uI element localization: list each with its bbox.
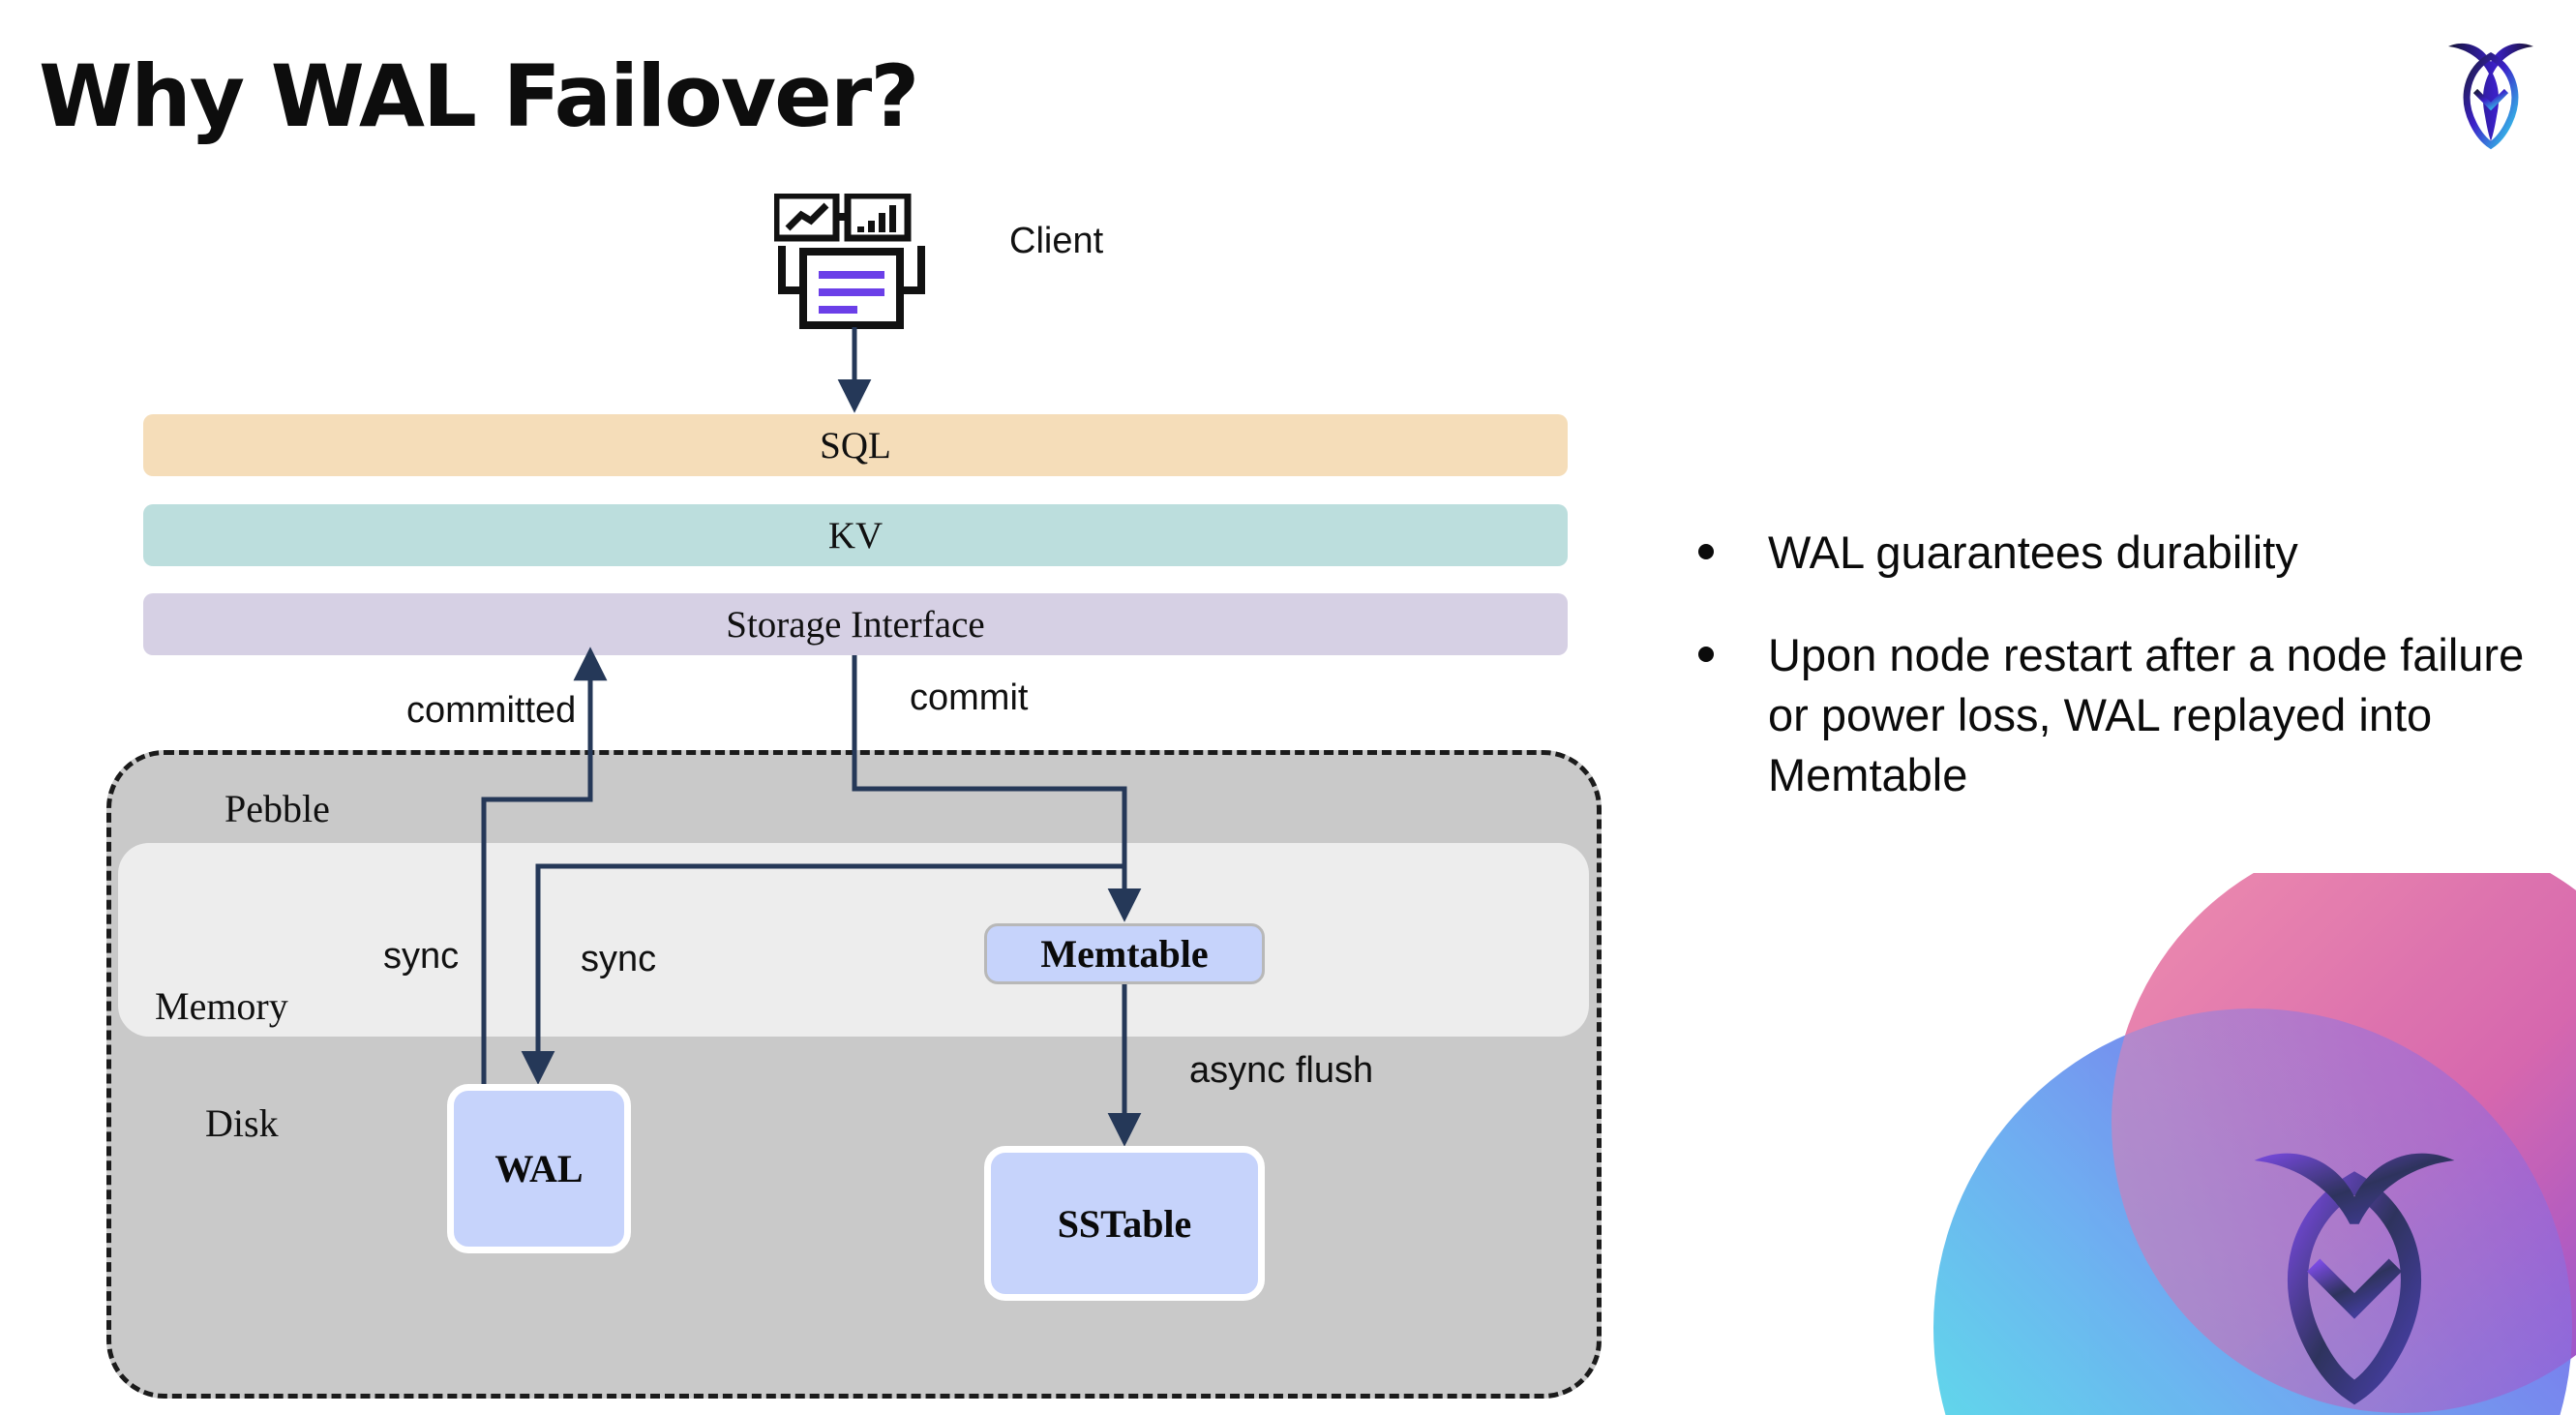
- client-dashboard-icon: [772, 192, 929, 329]
- layer-bar-kv: KV: [143, 504, 1568, 566]
- list-item: Upon node restart after a node failure o…: [1698, 625, 2531, 805]
- client-label: Client: [1009, 221, 1104, 261]
- bullet-list: WAL guarantees durability Upon node rest…: [1698, 523, 2531, 848]
- layer-label-sql: SQL: [820, 424, 891, 467]
- node-label-memtable: Memtable: [1040, 932, 1209, 976]
- list-item: WAL guarantees durability: [1698, 523, 2531, 583]
- layer-label-storage-interface: Storage Interface: [726, 603, 985, 646]
- node-sstable: SSTable: [984, 1146, 1265, 1301]
- node-wal: WAL: [447, 1084, 631, 1253]
- disk-label: Disk: [205, 1101, 279, 1145]
- edge-label-sync-ack: sync: [383, 936, 460, 977]
- architecture-diagram: Client SQL KV Storage Interface Pebble M…: [106, 192, 1602, 1399]
- node-memtable: Memtable: [984, 923, 1265, 984]
- layer-bar-storage-interface: Storage Interface: [143, 593, 1568, 655]
- node-label-wal: WAL: [494, 1147, 584, 1190]
- bullet-dot-icon: [1698, 544, 1714, 559]
- bullet-text: WAL guarantees durability: [1768, 527, 2298, 578]
- layer-label-kv: KV: [827, 514, 884, 557]
- bullet-dot-icon: [1698, 647, 1714, 663]
- page-title: Why WAL Failover?: [39, 46, 919, 146]
- layer-bar-sql: SQL: [143, 414, 1568, 476]
- edge-label-committed: committed: [406, 690, 577, 731]
- memory-region: [118, 843, 1589, 1037]
- pebble-label: Pebble: [225, 787, 330, 830]
- node-label-sstable: SSTable: [1057, 1201, 1192, 1246]
- memory-label: Memory: [155, 984, 288, 1028]
- edge-label-commit: commit: [910, 677, 1029, 718]
- edge-label-sync-write: sync: [581, 939, 657, 979]
- bullet-text: Upon node restart after a node failure o…: [1768, 629, 2525, 801]
- edge-label-async-flush: async flush: [1189, 1050, 1374, 1091]
- diagram-connectors: [481, 327, 1142, 1147]
- overlapping-circles-decoration: [1879, 873, 2576, 1415]
- cockroachdb-logo-icon: [2433, 27, 2549, 151]
